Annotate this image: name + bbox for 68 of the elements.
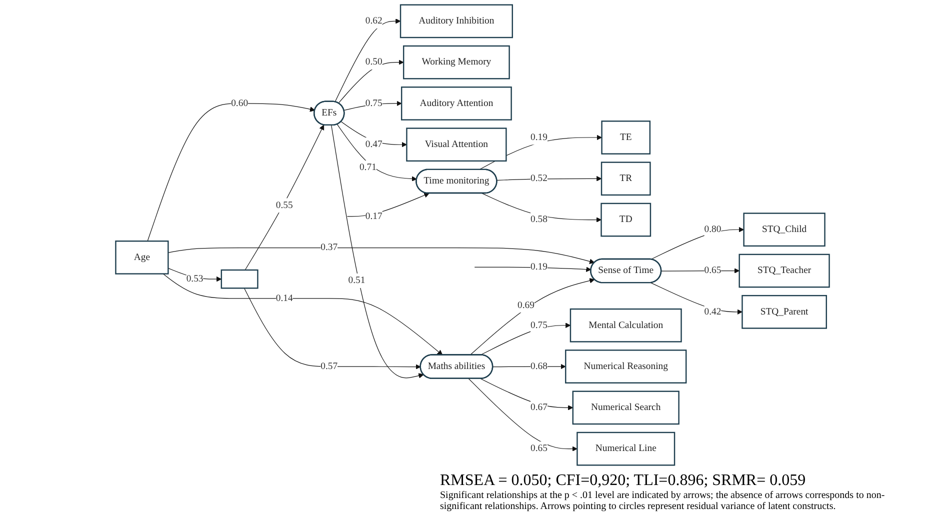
- fit-indices: RMSEA = 0.050; CFI=0,920; TLI=0.896; SRMR= 0.059: [440, 472, 807, 490]
- node-box: [400, 4, 513, 38]
- arrow: [492, 364, 566, 370]
- edge-label: 0.62: [365, 16, 382, 26]
- edge-label: 0.19: [530, 132, 548, 142]
- edge-label: 0.51: [348, 275, 366, 286]
- edge-label: 0.65: [704, 265, 722, 276]
- node-box: [565, 350, 687, 384]
- node-box: [600, 162, 651, 196]
- arrow: [147, 103, 316, 242]
- node-box: [115, 240, 169, 274]
- arrow: [338, 60, 404, 104]
- edge-label: 0.58: [530, 214, 548, 225]
- node-box: [601, 120, 651, 154]
- edge-label: 0.67: [530, 402, 548, 413]
- arrow: [650, 282, 742, 315]
- edge-label: 0.42: [704, 306, 722, 317]
- edge-label: 0.75: [530, 320, 548, 330]
- arrow: [482, 193, 602, 222]
- arrow: [661, 268, 740, 274]
- arrow: [331, 124, 424, 378]
- edge-label: 0.69: [518, 300, 534, 310]
- edge-label: 0.37: [320, 242, 338, 253]
- arrow: [478, 134, 602, 170]
- edge-label: 0.53: [186, 274, 204, 284]
- arrow: [650, 226, 744, 260]
- node-box: [600, 202, 652, 237]
- node-box: [743, 212, 826, 247]
- arrow: [468, 378, 578, 452]
- arrow: [244, 124, 324, 270]
- arrow: [344, 100, 402, 111]
- footnote: Significant relationships at the p < .01 level are indicated by arrows; the absence of arrows corresponds to non-significant relationships. Arrows pointing to circles represent residual variance of latent constructs.: [440, 490, 886, 512]
- node-box: [400, 86, 512, 120]
- node-box: [738, 254, 830, 288]
- edge-label: 0.71: [359, 162, 376, 173]
- edge-label: 0.19: [530, 262, 548, 272]
- edge-label: 0.75: [365, 98, 382, 108]
- arrow: [334, 18, 401, 102]
- edge-label: 0.52: [530, 173, 548, 184]
- edge-label: 0.80: [704, 224, 722, 234]
- edge-label: 0.57: [320, 361, 338, 372]
- node-box: [406, 128, 507, 162]
- arrow: [244, 288, 421, 370]
- arrow: [168, 247, 595, 264]
- arrow: [480, 322, 571, 356]
- edge-label: 0.60: [231, 98, 248, 108]
- edge-label: 0.47: [365, 139, 382, 150]
- edge-label: 0.55: [276, 200, 293, 210]
- path-diagram: 0.53 0.60 0.14 0.55 0.57 0.51 0.37 0.62 0.50 0.75 0.47 0.71 0.17 0.19 0.52 0.58 0.80 0.65 0.42 0.19 0.69 0.75 0.68 0.67 0.65 Age Auditory Inhibition Working Memory Auditory Attention Visual Attention EFs Time monitoring TE TR TD Sense of Time STQ_Child STQ_Teacher STQ_Parent Maths abilities Mental Calculation Numerical Reasoning Numerical Search Numerical Line: [0, 0, 945, 470]
- arrow: [480, 378, 574, 410]
- node-box: [742, 294, 827, 329]
- node-box: [572, 390, 680, 425]
- edge-label: 0.68: [530, 361, 548, 372]
- edge-label: 0.50: [365, 56, 382, 68]
- arrow: [340, 121, 407, 148]
- arrow: [162, 274, 443, 356]
- arrow: [336, 124, 417, 182]
- arrow: [496, 176, 602, 182]
- node-box: [220, 269, 258, 289]
- node-box: [403, 45, 510, 80]
- arrow: [346, 192, 430, 217]
- node-box: [570, 308, 682, 342]
- arrow: [474, 266, 592, 272]
- edge-label: 0.17: [365, 211, 382, 222]
- edge-label: 0.65: [530, 443, 548, 454]
- edge-label: 0.14: [276, 293, 293, 304]
- node-box: [576, 432, 676, 466]
- arrow: [470, 278, 595, 356]
